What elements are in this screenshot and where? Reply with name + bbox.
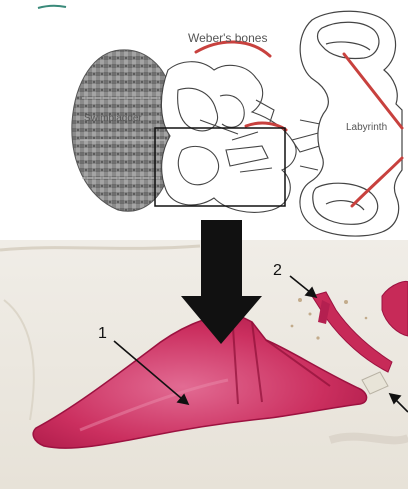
label-swimbladder: Swimbladder bbox=[84, 113, 142, 124]
label-number-1: 1 bbox=[98, 325, 107, 342]
schematic-panel: Weber's bones Swimbladder Labyrinth bbox=[0, 0, 408, 238]
label-labyrinth: Labyrinth bbox=[346, 122, 387, 133]
label-webers-bones: Weber's bones bbox=[188, 31, 267, 45]
label-number-2: 2 bbox=[273, 262, 282, 279]
